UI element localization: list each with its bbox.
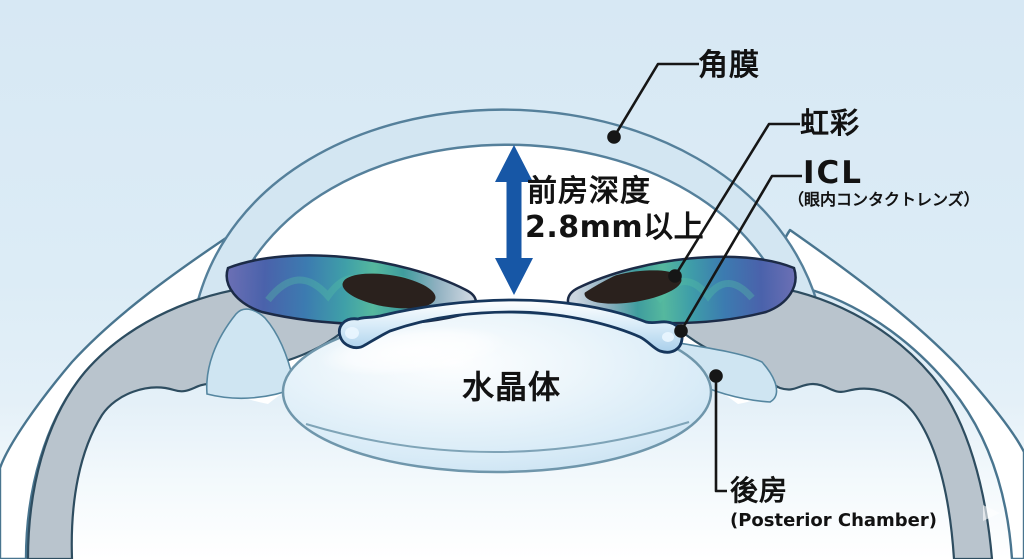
iris-leader-dot <box>668 269 682 283</box>
iris-leader-line <box>673 122 800 277</box>
ciliary-body-right-shape <box>675 283 994 559</box>
icl-haptic-highlight-left <box>345 327 359 339</box>
posterior-leader-dot <box>709 369 723 383</box>
icl-sublabel: （眼内コンタクトレンズ） <box>788 190 980 209</box>
leader-dots <box>607 130 723 383</box>
cornea-leader-dot <box>607 130 621 144</box>
icl-haptic-highlight-right <box>662 332 674 342</box>
posterior-label: 後房 <box>730 474 789 507</box>
iris-label: 虹彩 <box>800 106 861 140</box>
leader-lines <box>612 62 802 493</box>
icl-leader-dot <box>674 324 688 338</box>
cornea-leader-line <box>612 62 699 138</box>
icl-leader-line <box>679 174 802 332</box>
depth-double-arrow <box>495 145 533 295</box>
pupil-left <box>342 273 436 309</box>
watermark-triangle <box>983 505 1000 521</box>
depth-label-line1: 前房深度 <box>527 174 651 209</box>
icl-lens-shape <box>337 298 684 354</box>
icl-label: ICL <box>803 155 864 191</box>
posterior-leader-line <box>714 376 727 493</box>
lens-label: 水晶体 <box>462 368 562 406</box>
posterior-sublabel: (Posterior Chamber) <box>730 510 937 531</box>
cornea-label: 角膜 <box>698 48 760 83</box>
depth-label-line2: 2.8mm以上 <box>525 210 705 245</box>
lens-capsule-line <box>305 421 690 453</box>
